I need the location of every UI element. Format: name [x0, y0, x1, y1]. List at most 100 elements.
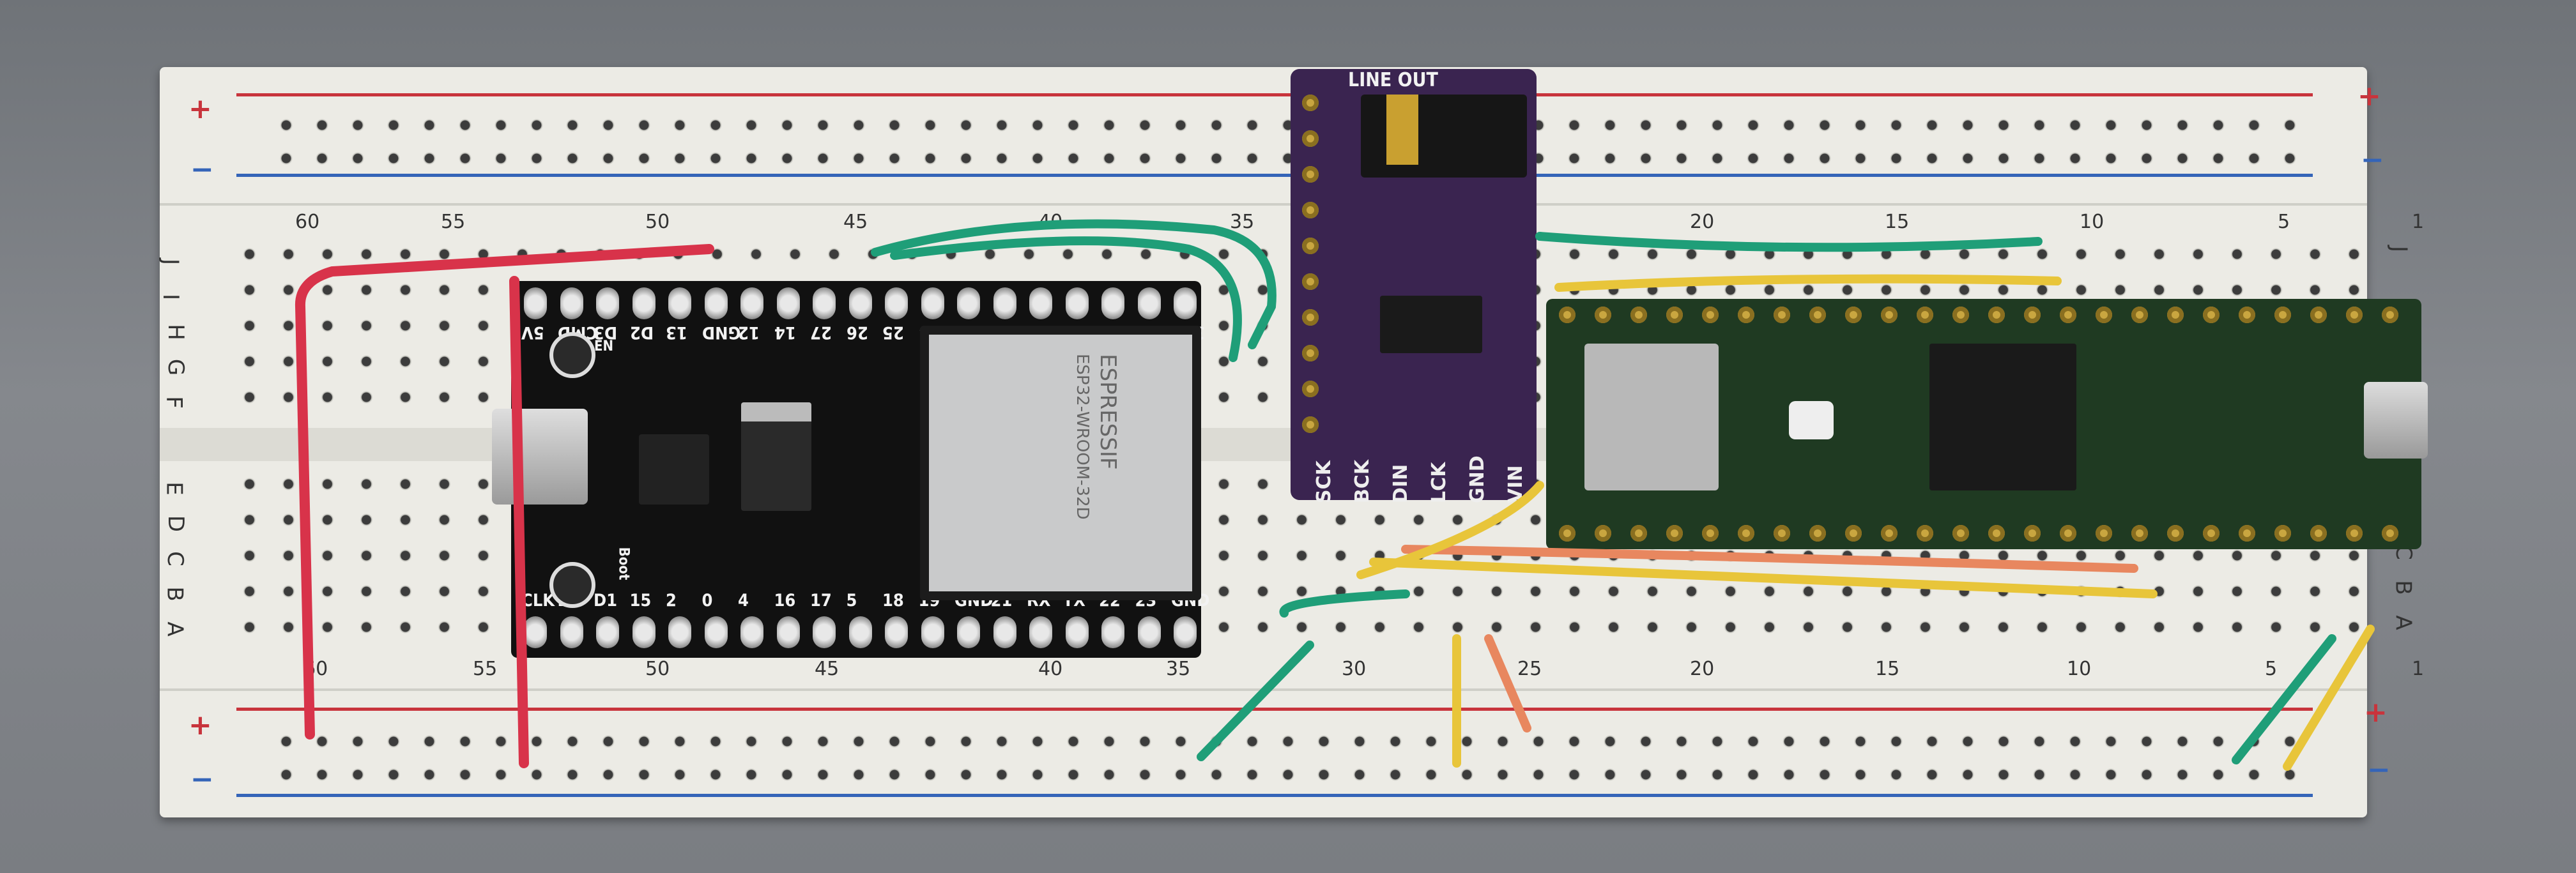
top-positive-rail-line — [236, 93, 2313, 96]
esp32-header-pin — [813, 287, 836, 319]
teensy-header-pin — [2382, 307, 2398, 323]
esp32-header-pin — [1065, 616, 1089, 648]
esp32-header-pin — [957, 287, 980, 319]
top-minus-sign-right: − — [2361, 144, 2384, 176]
esp32-header-pin — [1101, 287, 1124, 319]
program-button[interactable] — [1789, 401, 1834, 439]
dac-header-pin — [1302, 416, 1319, 433]
esp32-pin-label: 15 — [629, 591, 652, 611]
bottom-positive-rail-line — [236, 708, 2313, 711]
dac-header-pin — [1302, 381, 1319, 397]
teensy-header-pin — [2024, 307, 2041, 323]
teensy-header-pin — [1774, 525, 1790, 542]
esp32-header-pin — [1101, 616, 1124, 648]
jack-contact — [1386, 95, 1418, 165]
green-wire[interactable] — [871, 219, 1276, 349]
teensy-usb-port[interactable] — [2364, 382, 2428, 459]
yellow-wire[interactable] — [1554, 274, 2062, 292]
esp32-header-pin — [921, 616, 944, 648]
column-number: 35 — [1166, 658, 1191, 680]
teensy-header-pin — [2024, 525, 2041, 542]
orange-wire[interactable] — [1401, 545, 2138, 573]
rail-divider — [160, 203, 2367, 206]
teensy-header-pin — [1809, 307, 1826, 323]
teensy-header-pin — [1917, 525, 1933, 542]
green-wire[interactable] — [1197, 641, 1314, 761]
teensy-header-pin — [2096, 525, 2112, 542]
esp32-devkit: 5VCMDD3D213GND121427262533323534VNVPEN3V… — [492, 281, 1209, 658]
green-wire[interactable] — [890, 236, 1242, 362]
bottom-plus-sign-right: + — [2364, 696, 2388, 729]
red-wire[interactable] — [295, 244, 714, 740]
teensy-header-pin — [1881, 307, 1897, 323]
column-number: 15 — [1885, 211, 1910, 233]
bottom-negative-rail-line — [236, 794, 2313, 797]
top-minus-sign-left: − — [190, 153, 214, 186]
usb-port[interactable] — [492, 409, 588, 505]
sd-card-slot[interactable] — [1584, 344, 1719, 490]
esp32-header-pin — [885, 616, 908, 648]
esp32-header-pin — [848, 616, 872, 648]
teensy-header-pin — [1774, 307, 1790, 323]
column-number: 10 — [2080, 211, 2104, 233]
esp32-pin-label: 16 — [774, 591, 796, 611]
orange-wire[interactable] — [1484, 634, 1531, 733]
yellow-wire[interactable] — [1356, 481, 1544, 579]
green-wire[interactable] — [2232, 634, 2336, 764]
green-wire[interactable] — [1535, 232, 2043, 252]
green-wire[interactable] — [1279, 589, 1410, 618]
dac-title: LINE OUT — [1348, 69, 1438, 91]
esp32-pin-label: D1 — [594, 591, 618, 611]
teensy-header-pin — [1988, 307, 2005, 323]
column-number: 20 — [1690, 211, 1715, 233]
esp32-header-pin — [740, 616, 763, 648]
dac-header-pin — [1302, 309, 1319, 326]
esp32-header-pin — [1174, 287, 1197, 319]
bottom-minus-sign-left: − — [190, 763, 214, 796]
column-number: 45 — [843, 211, 868, 233]
teensy-header-pin — [2346, 307, 2363, 323]
column-number: 15 — [1875, 658, 1900, 680]
top-plus-sign-left: + — [188, 93, 212, 125]
boot-button[interactable] — [549, 562, 595, 608]
esp32-header-pin — [704, 287, 728, 319]
teensy-header-pin — [1738, 525, 1754, 542]
en-button-label: EN — [594, 338, 614, 354]
dac-header-pin — [1302, 345, 1319, 361]
imxrt-processor — [1929, 344, 2076, 490]
teensy-header-pin — [1702, 307, 1719, 323]
esp32-header-pin — [885, 287, 908, 319]
yellow-wire[interactable] — [1369, 558, 2158, 598]
bottom-plus-sign-left: + — [188, 709, 212, 741]
en-button[interactable] — [549, 332, 595, 378]
esp32-pin-label: 2 — [666, 591, 677, 611]
esp32-header-pin — [993, 616, 1016, 648]
teensy-header-pin — [1702, 525, 1719, 542]
teensy-header-pin — [1917, 307, 1933, 323]
teensy-header-pin — [2274, 307, 2291, 323]
teensy-header-pin — [1952, 525, 1969, 542]
bottom-minus-sign-right: − — [2367, 754, 2391, 786]
teensy-header-pin — [1595, 307, 1611, 323]
yellow-wire[interactable] — [2283, 625, 2375, 771]
bottom-rail-holes — [268, 725, 2313, 791]
esp32-pin-label: CLK — [521, 591, 555, 611]
esp32-header-pin — [1174, 616, 1197, 648]
red-wire[interactable] — [509, 276, 529, 768]
teensy-header-pin — [1666, 307, 1683, 323]
column-number: 5 — [2265, 658, 2278, 680]
teensy-header-pin — [2310, 307, 2327, 323]
column-number: 20 — [1690, 658, 1715, 680]
esp32-pin-label: 4 — [738, 591, 749, 611]
teensy-header-pin — [2060, 307, 2076, 323]
teensy-header-pin — [1630, 525, 1647, 542]
teensy-header-pin — [1738, 307, 1754, 323]
teensy-header-pin — [2239, 525, 2255, 542]
teensy-header-pin — [2131, 307, 2148, 323]
column-number: 35 — [1230, 211, 1255, 233]
column-number: 30 — [1342, 658, 1367, 680]
teensy-header-pin — [1666, 525, 1683, 542]
column-number: 1 — [2412, 658, 2425, 680]
column-number: 55 — [473, 658, 498, 680]
